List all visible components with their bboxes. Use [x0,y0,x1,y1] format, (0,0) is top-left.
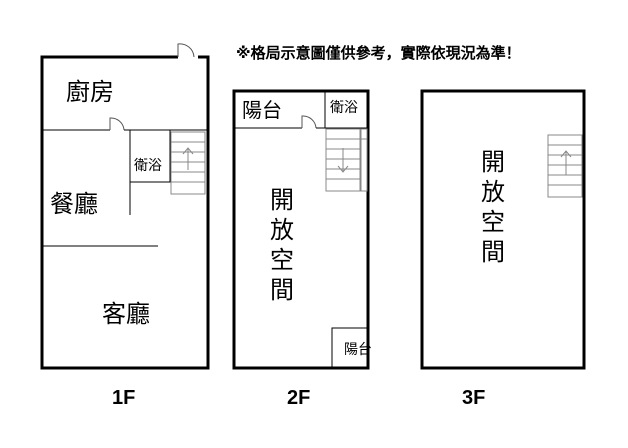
floor-2f-outer-wall [232,89,370,370]
room-living: 客廳 [102,300,150,328]
floor-3f-outer-wall [420,89,586,370]
floor-3f: 開 放 空 間 3F [420,89,586,409]
room-2f-balcony-bottom: 陽台 [344,342,372,358]
disclaimer-note: ※格局示意圖僅供參考，實際依現況為準！ [236,44,521,62]
floor-2f-up-stairs-visible [360,128,368,192]
open-space-char-3: 空 [270,246,294,274]
floor-1f: 廚房 衛浴 餐廳 客廳 1F [40,43,210,409]
open-space-3f-char-4: 間 [481,238,505,266]
floor-2f: 陽台 衛浴 開 放 空 間 陽台 2F [232,89,372,409]
room-3f-open-space: 開 放 空 間 [481,148,505,266]
room-kitchen: 廚房 [66,78,114,106]
open-space-3f-char-3: 空 [481,208,505,236]
room-2f-open-space: 開 放 空 間 [270,186,294,304]
floor-1f-entry-door [177,43,195,58]
room-1f-bath: 衛浴 [134,158,162,174]
floor-3f-stairs [547,134,583,198]
room-2f-balcony-top: 陽台 [242,98,282,122]
open-space-char-1: 開 [270,186,294,214]
floor-label-3f: 3F [462,387,485,409]
open-space-char-4: 間 [270,276,294,304]
open-space-char-2: 放 [270,216,294,244]
room-dining: 餐廳 [50,190,98,218]
balcony-bottom-box [331,327,369,369]
open-space-3f-char-2: 放 [481,178,505,206]
room-2f-bath: 衛浴 [330,100,358,116]
balcony-top-door [301,115,317,129]
floor-1f-bath-box [129,129,171,183]
floor-1f-stairs [170,131,206,195]
floor-1f-outer-wall [40,55,210,370]
floor-label-2f: 2F [287,387,310,409]
open-space-3f-char-1: 開 [481,148,505,176]
floor-2f-stairs-down [325,128,361,192]
floor-label-1f: 1F [112,387,135,409]
kitchen-door [109,117,125,131]
